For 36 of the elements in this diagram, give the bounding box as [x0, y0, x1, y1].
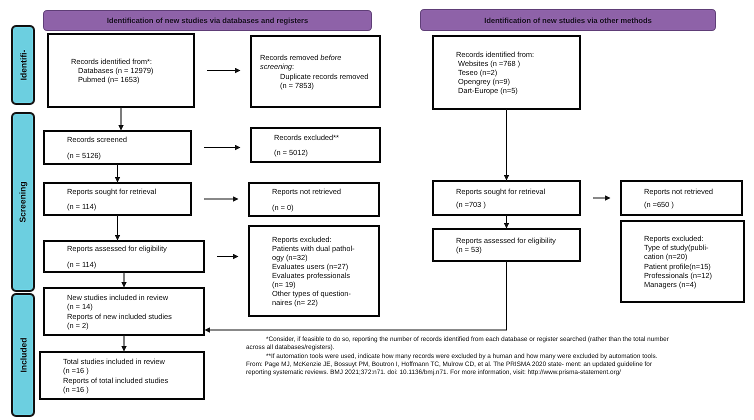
section-header: [420, 9, 716, 31]
arrow: [114, 165, 120, 183]
phase-label: Screening: [18, 181, 28, 223]
exclusion-box: [250, 35, 381, 108]
arrow: [121, 273, 127, 288]
phase-label: Identifi-: [18, 50, 28, 80]
process-box: [43, 130, 192, 165]
arrow: [121, 336, 127, 352]
arrow: [114, 216, 120, 241]
process-box: [432, 228, 581, 262]
phase-label: Included: [18, 338, 28, 372]
process-box: [620, 180, 743, 216]
exclusion-box: [250, 127, 381, 163]
arrow: [204, 196, 239, 202]
arrow: [504, 110, 510, 181]
arrow: [217, 254, 239, 260]
process-box: [39, 351, 205, 400]
phase-band: [11, 112, 35, 292]
exclusion-box: [248, 225, 380, 317]
process-box: [43, 287, 205, 336]
process-box: [47, 33, 195, 108]
arrow: [118, 108, 124, 131]
process-box: [432, 35, 581, 110]
arrow: [207, 68, 241, 74]
process-box: [43, 240, 205, 273]
phase-band: [11, 293, 35, 417]
process-box: [432, 180, 581, 216]
section-header: [43, 10, 372, 31]
arrow: [504, 216, 510, 229]
arrow: [593, 195, 611, 201]
arrow: [204, 262, 508, 333]
phase-band: [11, 25, 35, 105]
exclusion-box: [620, 220, 745, 303]
arrow: [204, 144, 241, 150]
exclusion-box: [248, 182, 380, 217]
process-box: [43, 182, 192, 216]
